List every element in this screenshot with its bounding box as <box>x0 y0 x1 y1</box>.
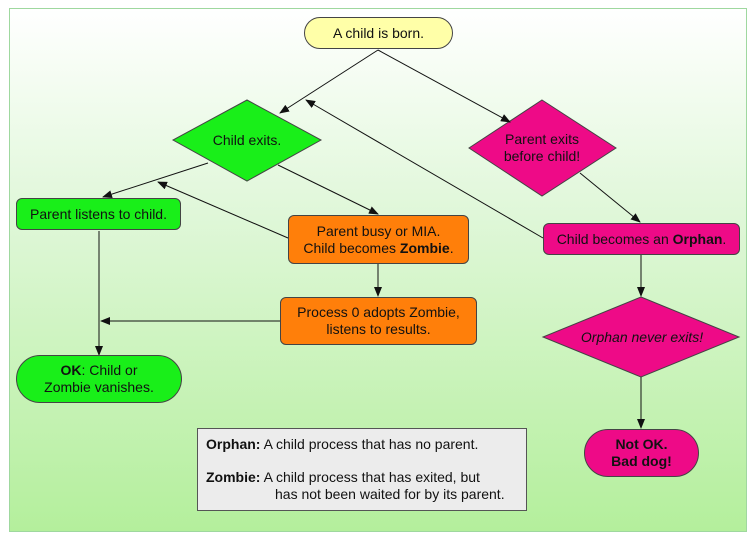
node-zombie: Parent busy or MIA. Child becomes Zombie… <box>288 215 469 264</box>
arrow-child-exits-to-zombie <box>277 164 379 215</box>
arrow-zombie-to-child-exits <box>157 181 289 239</box>
child-exits-label-box: Child exits. <box>185 130 309 150</box>
child-exits-label: Child exits. <box>212 131 282 148</box>
legend-orphan-term: Orphan: <box>206 436 261 452</box>
arrow-orphan-to-child-exits <box>305 99 544 239</box>
node-orphan-label: Child becomes an Orphan. <box>557 231 727 248</box>
orphan-never-label-box: Orphan never exits! <box>560 327 724 347</box>
legend-orphan-row: Orphan: A child process that has no pare… <box>206 436 518 453</box>
legend-orphan-def: A child process that has no parent. <box>260 436 479 452</box>
node-process-zero-line2: listens to results. <box>326 321 431 337</box>
legend-zombie-row: Zombie: A child process that has exited,… <box>206 469 518 486</box>
node-not-ok: Not OK. Bad dog! <box>584 429 699 477</box>
node-ok-bold: OK <box>60 362 82 378</box>
legend-zombie-def-2: has not been waited for by its parent. <box>275 486 505 502</box>
node-ok-line1: OK: Child or <box>60 362 137 379</box>
node-parent-listens: Parent listens to child. <box>16 198 181 230</box>
node-orphan-pre: Child becomes an <box>556 230 673 247</box>
node-not-ok-line2: Bad dog! <box>611 453 672 469</box>
node-zombie-line2: Child becomes Zombie. <box>303 240 453 257</box>
node-not-ok-line1: Not OK. <box>615 436 668 452</box>
child-exits-diamond <box>171 99 323 182</box>
node-ok-rest: : Child or <box>81 362 138 378</box>
node-process-zero-line1: Process 0 adopts Zombie, <box>297 304 460 320</box>
node-zombie-bold: Zombie <box>399 239 450 256</box>
arrow-born-to-parent-exits <box>377 49 511 123</box>
node-zombie-pre: Child becomes <box>303 239 400 256</box>
node-zombie-post: . <box>449 239 454 256</box>
node-orphan: Child becomes an Orphan. <box>543 223 740 255</box>
arrow-born-to-child-exits <box>279 49 379 114</box>
arrow-parent-exits-to-orphan <box>579 172 641 223</box>
node-child-born-label: A child is born. <box>332 24 425 41</box>
node-orphan-post: . <box>722 230 727 247</box>
legend-box: Orphan: A child process that has no pare… <box>197 428 527 511</box>
node-orphan-bold: Orphan <box>672 230 723 247</box>
node-process-zero: Process 0 adopts Zombie, listens to resu… <box>280 297 477 345</box>
parent-exits-label-line1: Parent exits <box>505 131 579 147</box>
arrow-child-exits-to-parent-listens <box>102 162 209 199</box>
node-child-born: A child is born. <box>304 17 453 49</box>
node-parent-listens-label: Parent listens to child. <box>30 205 167 222</box>
node-zombie-line1: Parent busy or MIA. <box>316 222 441 239</box>
parent-exits-label-line2: before child! <box>503 148 581 164</box>
legend-zombie-def-1: A child process that has exited, but <box>260 469 480 485</box>
legend-zombie-term: Zombie: <box>206 469 261 485</box>
parent-exits-label-box: Parent exits before child! <box>478 130 606 166</box>
parent-exits-diamond <box>468 99 617 197</box>
orphan-never-label: Orphan never exits! <box>580 328 704 345</box>
node-ok: OK: Child or Zombie vanishes. <box>16 355 182 403</box>
node-ok-line2: Zombie vanishes. <box>44 379 154 395</box>
